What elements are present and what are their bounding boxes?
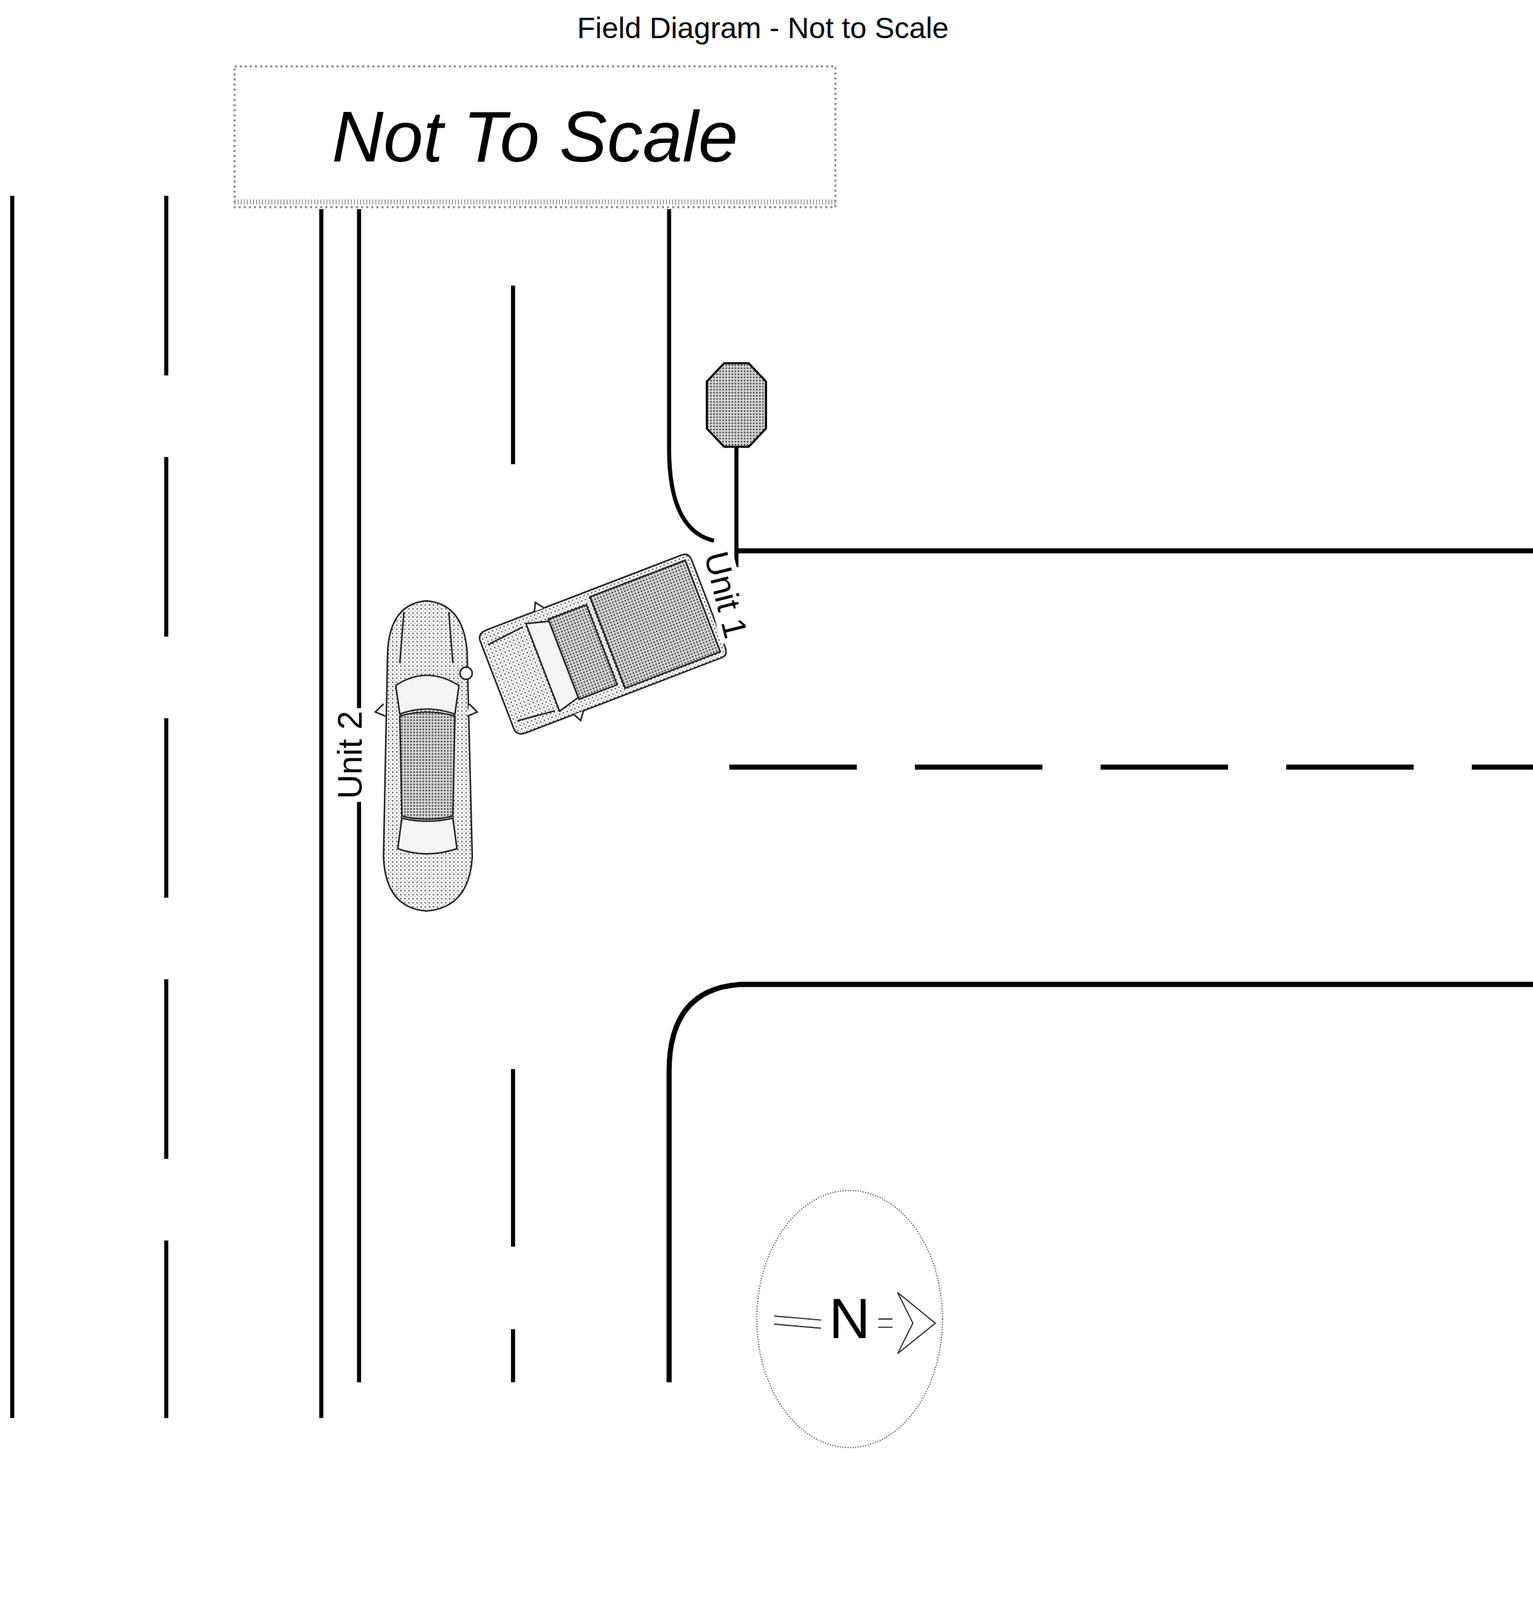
dotted-frame [234, 66, 836, 207]
curb-line [736, 548, 1533, 554]
curb-line [669, 984, 1533, 1383]
vehicle-unit-2 [375, 600, 478, 911]
lane-line [511, 1069, 515, 1247]
unit-label: Unit 2 [333, 708, 367, 803]
car-rear-window [397, 817, 457, 854]
center-dash [729, 764, 1533, 770]
arrow-shaft [878, 1318, 893, 1328]
road-edge [10, 195, 14, 1418]
car-body [383, 600, 473, 911]
car-windshield [395, 674, 459, 714]
truck-hood-line [486, 626, 525, 645]
curb-line [669, 209, 715, 541]
stop-sign [706, 362, 766, 567]
road-lines [12, 195, 1533, 1418]
vehicle-unit-1 [474, 544, 731, 744]
lane-line [511, 1328, 515, 1382]
north-label: N [828, 1290, 871, 1348]
north-arrow: N [755, 1189, 944, 1449]
truck-bed [589, 559, 721, 688]
north-ellipse [756, 1190, 943, 1448]
sign-post [734, 438, 738, 567]
car-roof [399, 711, 456, 820]
impact-point [460, 667, 473, 680]
car-mirror [467, 703, 478, 716]
scale-box: Not To Scale [233, 65, 836, 209]
stop-sign-octagon [706, 362, 766, 447]
lane-line [163, 195, 168, 1418]
truck-mirror [531, 599, 545, 612]
diagram-title: Field Diagram - Not to Scale [577, 11, 949, 46]
arrow-head [897, 1292, 935, 1354]
truck-mirror [573, 710, 587, 723]
truck-body [477, 552, 729, 736]
scale-note: Not To Scale [331, 101, 738, 173]
car-hood-line [448, 612, 453, 663]
center-line [319, 209, 323, 1418]
frame-shadow [234, 199, 836, 205]
truck-hood-line [517, 706, 555, 725]
car-mirror [375, 703, 386, 716]
lane-line [511, 285, 515, 464]
car-hood-line [399, 612, 404, 663]
arrow-tail [774, 1315, 822, 1328]
